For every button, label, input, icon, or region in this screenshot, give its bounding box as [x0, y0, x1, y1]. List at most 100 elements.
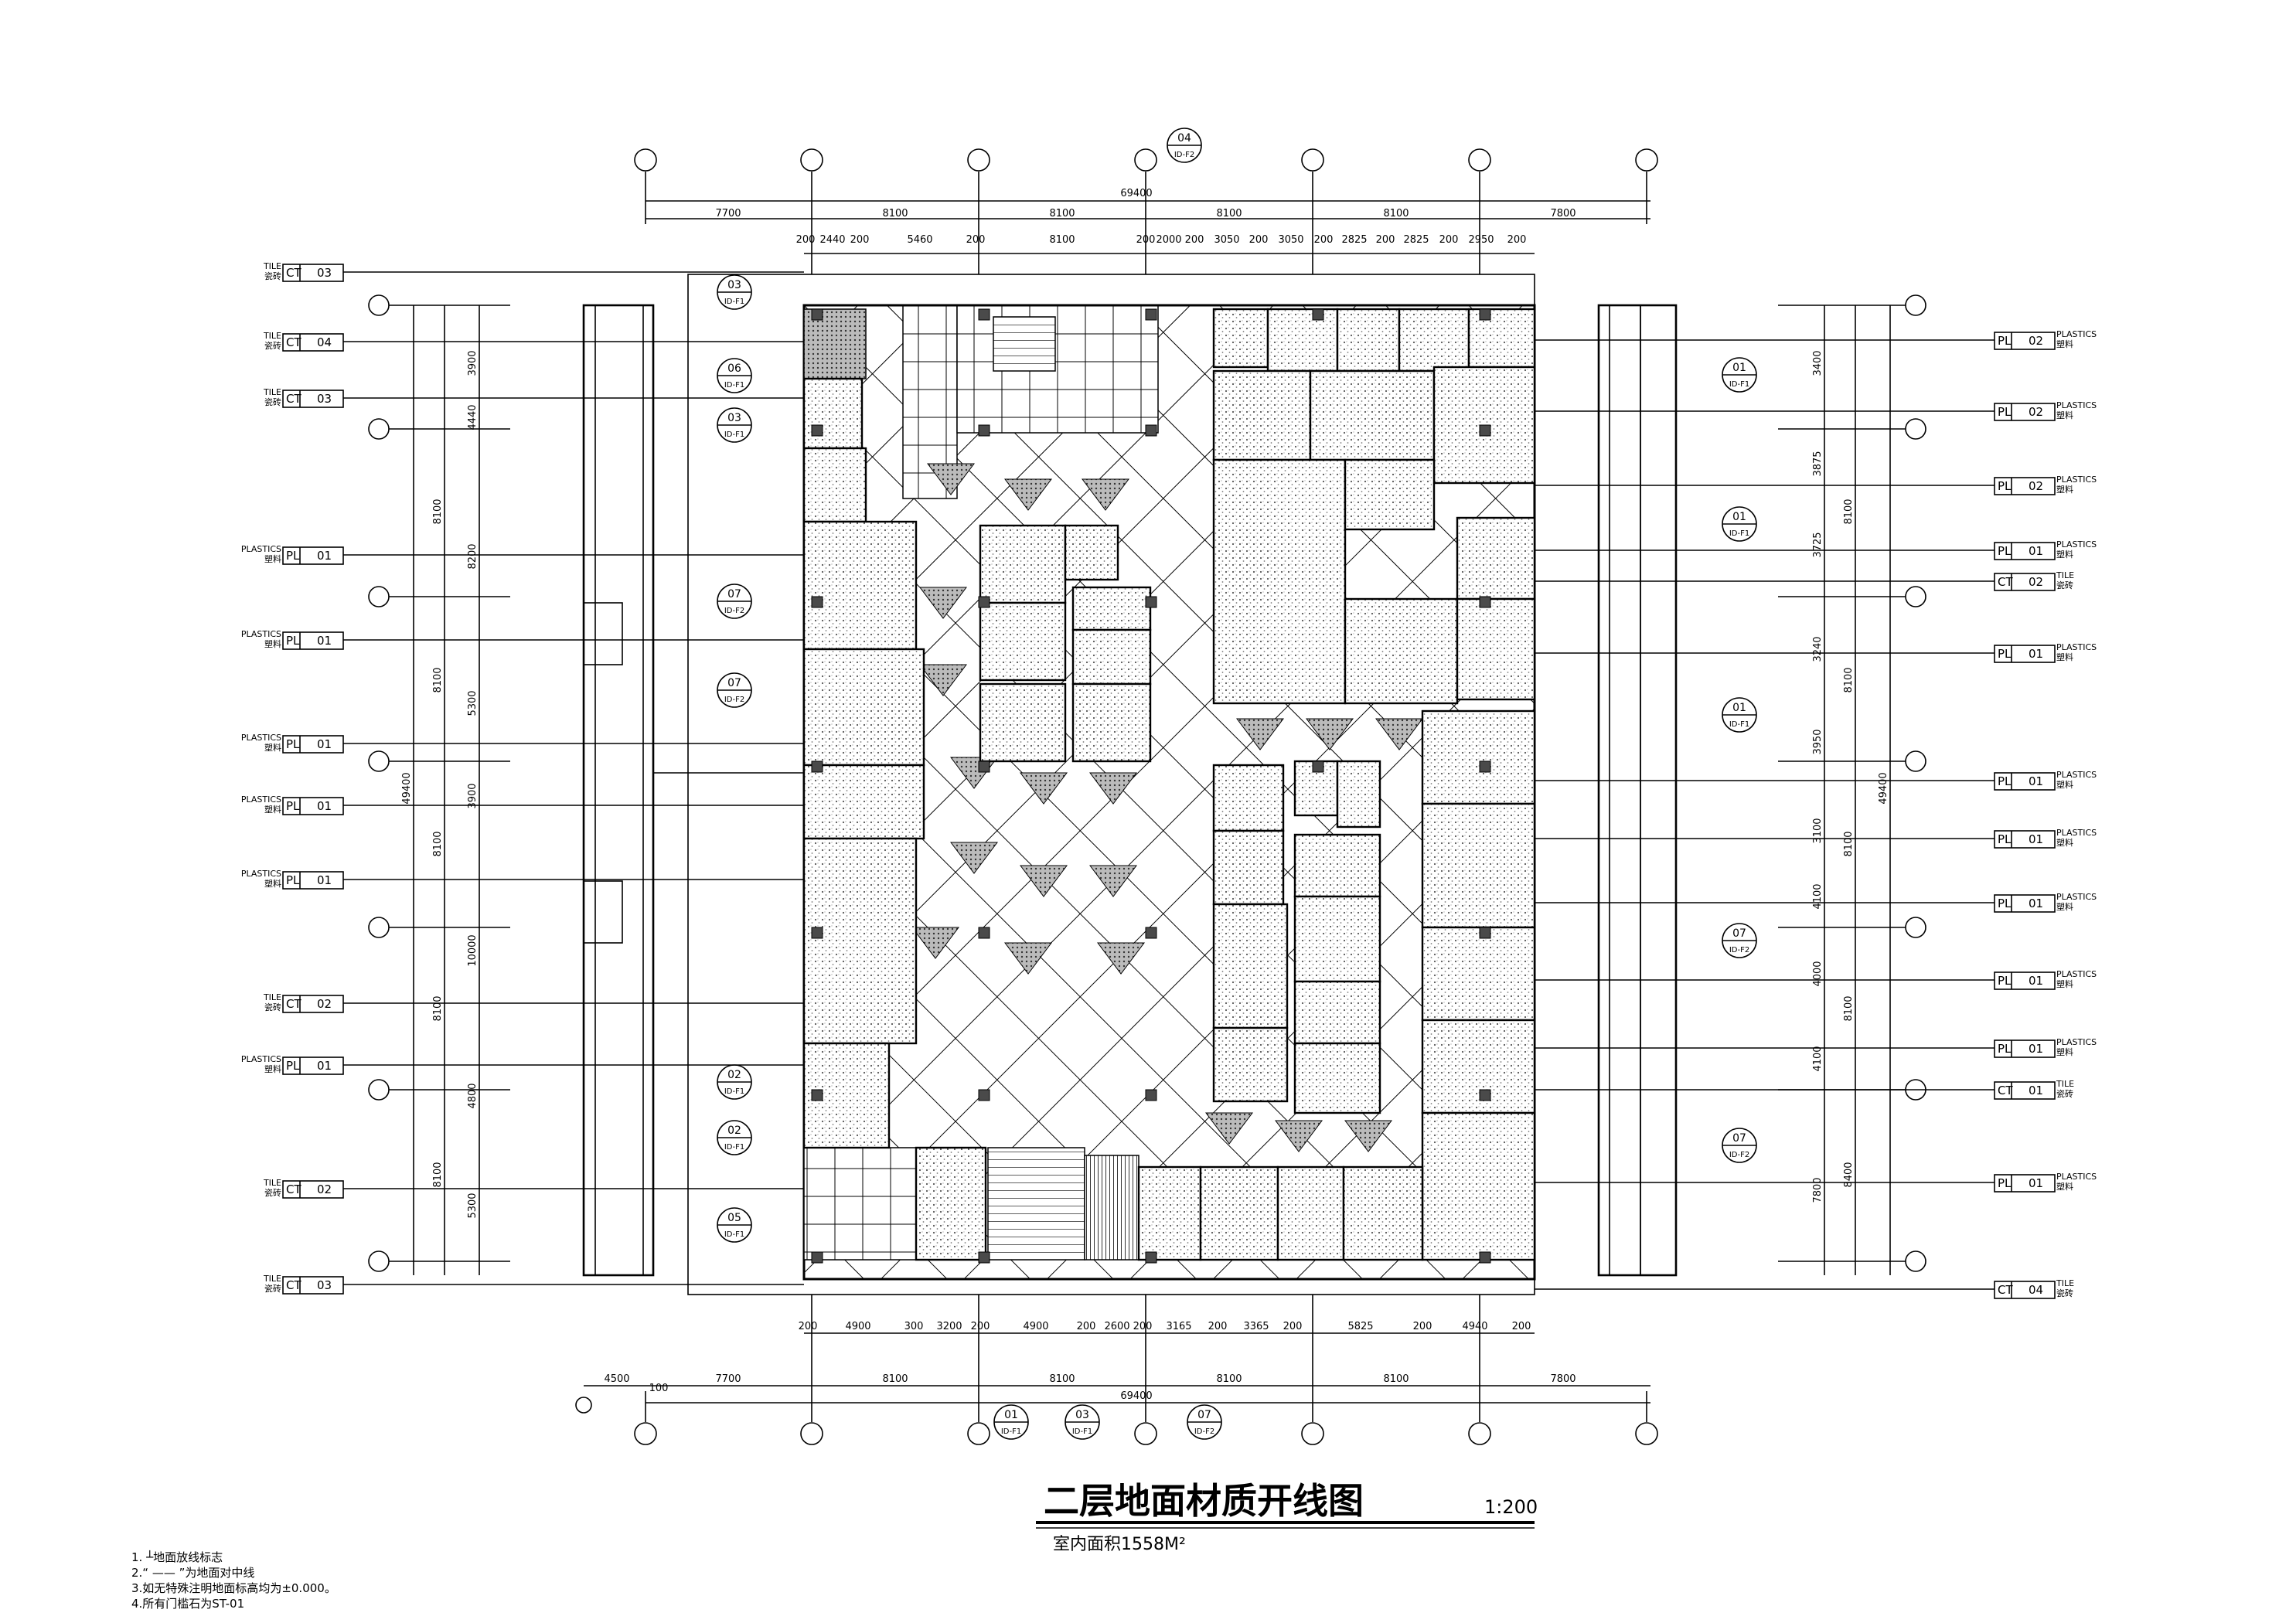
- material-code: CT: [286, 997, 301, 1011]
- drawing-title: 二层地面材质开线图: [1044, 1480, 1364, 1522]
- overall-dim-bottom: 69400: [1120, 1390, 1152, 1402]
- material-cn-label: 瓷砖: [264, 270, 281, 281]
- material-number: 01: [317, 634, 332, 648]
- detail-tag-ref: ID-F1: [1729, 720, 1749, 729]
- material-code: PL: [1998, 832, 2012, 846]
- material-en-label: TILE: [2056, 1079, 2074, 1089]
- material-en-label: TILE: [263, 261, 281, 271]
- left-bay-dim: 8100: [432, 831, 444, 856]
- detail-tag-ref: ID-F1: [1729, 380, 1749, 389]
- material-cn-label: 瓷砖: [2056, 1088, 2073, 1099]
- area-text: 室内面积1558M²: [1053, 1535, 1186, 1554]
- bottom-detail-dim: 4900: [845, 1321, 870, 1332]
- top-detail-dim: 200: [796, 234, 816, 246]
- detail-tag-ref: ID-F2: [1174, 151, 1194, 159]
- material-number: 03: [317, 1278, 332, 1292]
- right-detail-dim: 3725: [1812, 532, 1824, 557]
- material-cn-label: 塑料: [264, 878, 281, 889]
- overall-dim-right: 49400: [1878, 772, 1889, 804]
- material-cn-label: 塑料: [264, 804, 281, 815]
- material-en-label: TILE: [263, 387, 281, 397]
- note: 4.所有门槛石为ST-01: [131, 1597, 244, 1611]
- left-detail-dim: 5300: [467, 1193, 479, 1218]
- top-bay-dim: 8100: [1049, 208, 1075, 219]
- detail-tag-ref: ID-F2: [1194, 1427, 1214, 1436]
- material-number: 04: [2029, 1283, 2043, 1297]
- material-cn-label: 瓷砖: [264, 1283, 281, 1294]
- right-detail-dim: 4100: [1812, 883, 1824, 909]
- material-cn-label: 瓷砖: [264, 1187, 281, 1198]
- detail-tag-number: 07: [1197, 1409, 1211, 1421]
- material-cn-label: 瓷砖: [2056, 580, 2073, 590]
- detail-tag-ref: ID-F1: [724, 298, 744, 306]
- detail-tag-number: 03: [727, 412, 741, 424]
- detail-tag-number: 01: [1732, 511, 1746, 523]
- bottom-detail-dim: 4900: [1023, 1321, 1048, 1332]
- top-detail-dim: 2825: [1403, 234, 1429, 246]
- material-cn-label: 塑料: [2056, 837, 2073, 848]
- material-number: 02: [2029, 479, 2043, 493]
- bottom-extra-dim: 100: [649, 1383, 669, 1394]
- material-en-label: PLASTICS: [2056, 400, 2097, 410]
- material-en-label: PLASTICS: [2056, 770, 2097, 780]
- material-en-label: TILE: [2056, 570, 2074, 580]
- material-cn-label: 塑料: [2056, 484, 2073, 495]
- top-bay-dim: 8100: [882, 208, 908, 219]
- material-en-label: PLASTICS: [2056, 642, 2097, 652]
- right-detail-dim: 3240: [1812, 636, 1824, 662]
- material-en-label: PLASTICS: [241, 869, 281, 879]
- top-detail-dim: 2440: [819, 234, 845, 246]
- material-code: PL: [1998, 1176, 2012, 1190]
- top-detail-dim: 2950: [1468, 234, 1494, 246]
- material-code: CT: [286, 392, 301, 406]
- material-number: 01: [2029, 897, 2043, 910]
- material-code: CT: [286, 1182, 301, 1196]
- detail-tag-ref: ID-F1: [724, 1143, 744, 1152]
- detail-tag-number: 04: [1177, 132, 1191, 145]
- detail-tag-ref: ID-F1: [724, 381, 744, 390]
- material-en-label: PLASTICS: [2056, 475, 2097, 485]
- material-code: PL: [286, 873, 300, 887]
- material-number: 02: [317, 1182, 332, 1196]
- detail-tag-number: 01: [1732, 362, 1746, 374]
- material-cn-label: 塑料: [264, 553, 281, 564]
- detail-tag-ref: ID-F1: [724, 430, 744, 439]
- right-bay-dim: 8100: [1843, 498, 1855, 524]
- bottom-detail-dim: 200: [1283, 1321, 1303, 1332]
- detail-tag-number: 02: [727, 1125, 741, 1137]
- material-en-label: PLASTICS: [2056, 1037, 2097, 1047]
- material-code: PL: [1998, 1042, 2012, 1056]
- drawing-scale: 1:200: [1484, 1496, 1538, 1518]
- detail-tag-number: 02: [727, 1069, 741, 1081]
- bottom-detail-dim: 200: [1077, 1321, 1096, 1332]
- material-number: 02: [2029, 575, 2043, 589]
- note: 2.“ —— ”为地面对中线: [131, 1566, 254, 1580]
- material-en-label: PLASTICS: [241, 733, 281, 743]
- detail-tag-ref: ID-F1: [724, 1087, 744, 1096]
- material-en-label: PLASTICS: [2056, 539, 2097, 550]
- material-cn-label: 塑料: [2056, 410, 2073, 420]
- material-cn-label: 塑料: [2056, 1181, 2073, 1192]
- top-detail-dim: 2000: [1156, 234, 1181, 246]
- material-number: 01: [317, 799, 332, 813]
- material-code: PL: [286, 799, 300, 813]
- material-cn-label: 塑料: [264, 638, 281, 649]
- top-detail-dim: 200: [1136, 234, 1156, 246]
- bottom-bay-dim: 8100: [1383, 1373, 1409, 1385]
